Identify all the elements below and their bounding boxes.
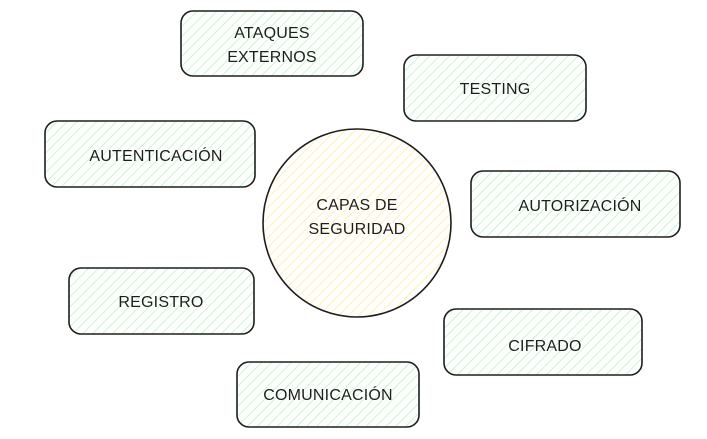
node-ataques-externos[interactable]: ATAQUES EXTERNOS bbox=[180, 10, 364, 77]
node-ataques-label-line1: ATAQUES bbox=[234, 25, 310, 42]
node-comunicacion[interactable]: COMUNICACIÓN bbox=[236, 361, 420, 428]
node-autorizacion[interactable]: AUTORIZACIÓN bbox=[470, 170, 681, 238]
node-testing-label: TESTING bbox=[460, 81, 531, 98]
node-cifrado-label: CIFRADO bbox=[508, 338, 581, 355]
node-comunicacion-label: COMUNICACIÓN bbox=[263, 385, 393, 404]
node-cifrado[interactable]: CIFRADO bbox=[443, 308, 643, 376]
node-registro-label: REGISTRO bbox=[118, 294, 203, 311]
node-testing[interactable]: TESTING bbox=[403, 54, 587, 122]
center-node[interactable]: CAPAS DE SEGURIDAD bbox=[262, 128, 452, 318]
node-autenticacion[interactable]: AUTENTICACIÓN bbox=[44, 120, 256, 188]
node-autenticacion-label: AUTENTICACIÓN bbox=[89, 146, 222, 165]
node-ataques-label-line2: EXTERNOS bbox=[227, 49, 317, 66]
node-registro[interactable]: REGISTRO bbox=[68, 267, 255, 335]
center-label-line1: CAPAS DE bbox=[316, 197, 397, 214]
center-label-line2: SEGURIDAD bbox=[309, 221, 406, 238]
node-autorizacion-label: AUTORIZACIÓN bbox=[518, 196, 641, 215]
